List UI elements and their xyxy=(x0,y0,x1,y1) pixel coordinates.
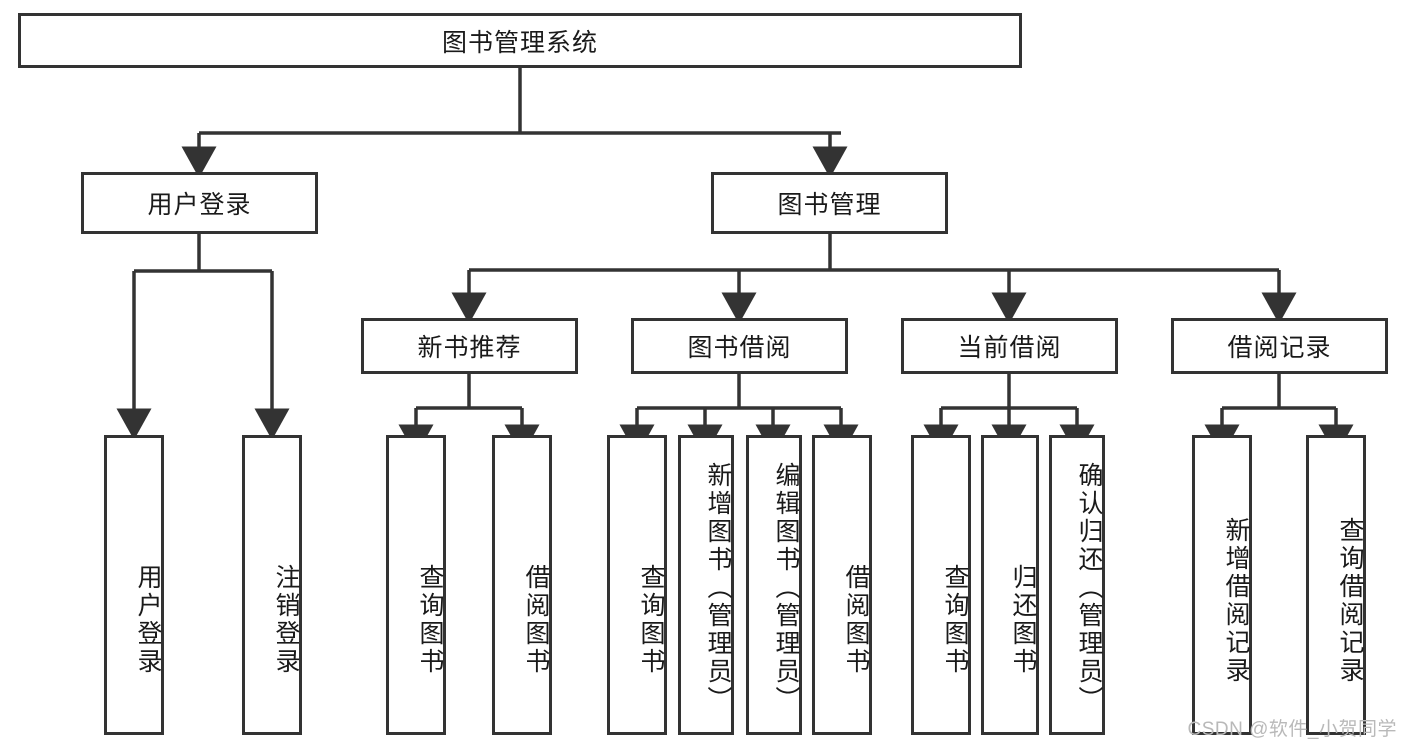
node-book-management[interactable]: 图书管理 xyxy=(711,172,948,234)
node-current-borrow[interactable]: 当前借阅 xyxy=(901,318,1118,374)
leaf-query-book-3-label: 查询图书 xyxy=(941,564,969,676)
leaf-borrow-book-2-label: 借阅图书 xyxy=(842,564,870,676)
node-new-book-recommend-label: 新书推荐 xyxy=(417,334,522,362)
leaf-return-book[interactable]: 归还图书 xyxy=(981,435,1039,735)
node-root[interactable]: 图书管理系统 xyxy=(18,13,1022,68)
leaf-query-book-2[interactable]: 查询图书 xyxy=(607,435,667,735)
leaf-borrow-book-1[interactable]: 借阅图书 xyxy=(492,435,552,735)
leaf-user-login-label: 用户登录 xyxy=(134,564,162,676)
leaf-borrow-book-1-label: 借阅图书 xyxy=(522,564,550,676)
node-user-login[interactable]: 用户登录 xyxy=(81,172,318,234)
leaf-user-logout-label: 注销登录 xyxy=(272,564,300,676)
node-current-borrow-label: 当前借阅 xyxy=(957,334,1062,362)
node-root-label: 图书管理系统 xyxy=(441,28,598,57)
leaf-add-book-label: 新增图书（管理员） xyxy=(704,462,732,714)
leaf-query-book-2-label: 查询图书 xyxy=(637,564,665,676)
leaf-edit-book-label: 编辑图书（管理员） xyxy=(772,462,800,714)
csdn-watermark: CSDN @软件_小贺同学 xyxy=(1187,719,1397,740)
leaf-query-record[interactable]: 查询借阅记录 xyxy=(1306,435,1366,735)
node-book-borrow[interactable]: 图书借阅 xyxy=(631,318,848,374)
node-book-borrow-label: 图书借阅 xyxy=(687,334,792,362)
leaf-confirm-return-label: 确认归还（管理员） xyxy=(1075,462,1103,714)
leaf-confirm-return[interactable]: 确认归还（管理员） xyxy=(1049,435,1105,735)
node-user-login-label: 用户登录 xyxy=(147,191,252,219)
leaf-return-book-label: 归还图书 xyxy=(1009,564,1037,676)
leaf-add-record-label: 新增借阅记录 xyxy=(1222,517,1250,685)
leaf-query-book-3[interactable]: 查询图书 xyxy=(911,435,971,735)
node-borrow-record-label: 借阅记录 xyxy=(1227,334,1332,362)
leaf-query-record-label: 查询借阅记录 xyxy=(1336,517,1364,685)
node-borrow-record[interactable]: 借阅记录 xyxy=(1171,318,1388,374)
leaf-user-logout[interactable]: 注销登录 xyxy=(242,435,302,735)
leaf-add-record[interactable]: 新增借阅记录 xyxy=(1192,435,1252,735)
node-new-book-recommend[interactable]: 新书推荐 xyxy=(361,318,578,374)
leaf-add-book[interactable]: 新增图书（管理员） xyxy=(678,435,734,735)
leaf-borrow-book-2[interactable]: 借阅图书 xyxy=(812,435,872,735)
leaf-edit-book[interactable]: 编辑图书（管理员） xyxy=(746,435,802,735)
leaf-user-login[interactable]: 用户登录 xyxy=(104,435,164,735)
leaf-query-book-1[interactable]: 查询图书 xyxy=(386,435,446,735)
node-book-management-label: 图书管理 xyxy=(777,191,882,219)
leaf-query-book-1-label: 查询图书 xyxy=(416,564,444,676)
